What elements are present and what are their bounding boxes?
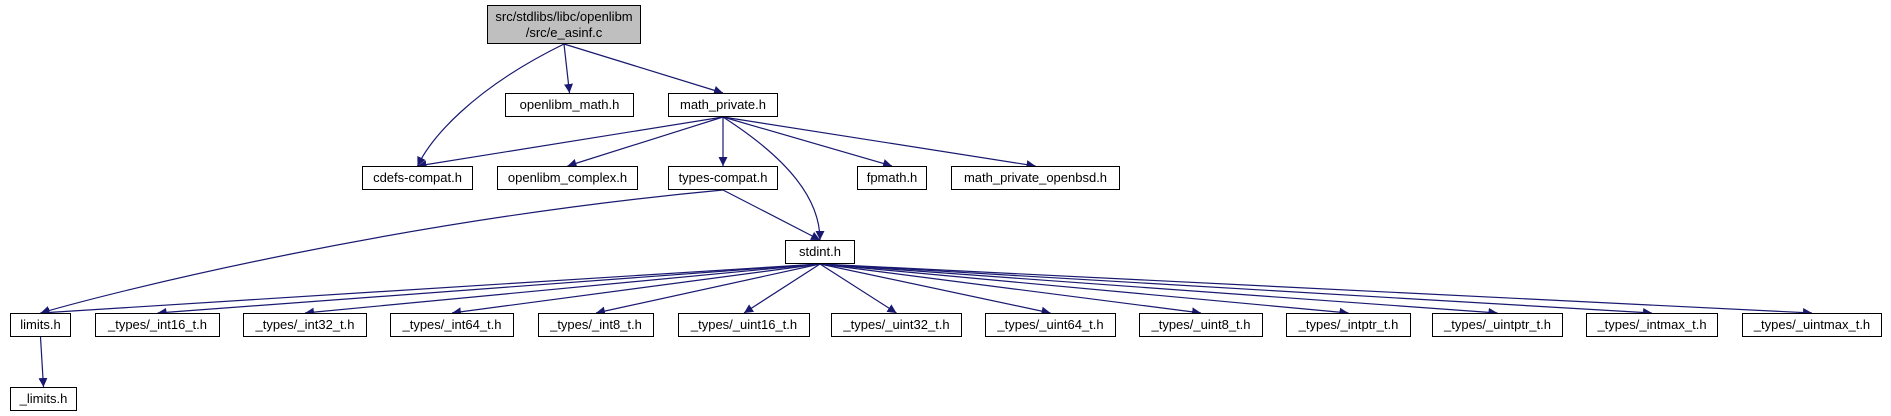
edge-stdint-to-intmax: [819, 263, 1653, 317]
edge-stdint-to-uint64: [819, 263, 1051, 316]
edge-math-private-to-math-private-openbsd: [722, 116, 1036, 170]
edge-limits-to--limits: [38, 336, 48, 388]
node-uint32-t-h[interactable]: _types/_uint32_t.h: [831, 313, 962, 337]
edge-math-private-to-fpmath: [722, 116, 893, 168]
edge-stdint-to-limits: [40, 263, 821, 317]
edge-types-compat-to-limits: [40, 189, 724, 315]
node-types-compat-h[interactable]: types-compat.h: [668, 166, 778, 190]
node-root-e-asinf-c: src/stdlibs/libc/openlibm /src/e_asinf.c: [487, 5, 641, 44]
node-uint16-t-h[interactable]: _types/_uint16_t.h: [678, 313, 810, 337]
node-int64-t-h[interactable]: _types/_int64_t.h: [390, 313, 514, 337]
node-root-label-line-2: /src/e_asinf.c: [525, 24, 603, 40]
node-intptr-t-h[interactable]: _types/_intptr_t.h: [1286, 313, 1411, 337]
node-uintptr-t-h[interactable]: _types/_uintptr_t.h: [1432, 313, 1563, 337]
edge-stdint-to-uint16: [743, 263, 821, 314]
edge-stdint-to-uint32: [819, 263, 897, 314]
node-fpmath-h[interactable]: fpmath.h: [857, 166, 927, 190]
node-int8-t-h[interactable]: _types/_int8_t.h: [538, 313, 654, 337]
edge-root-to-openlibm-math: [563, 43, 573, 94]
node-int32-t-h[interactable]: _types/_int32_t.h: [243, 313, 367, 337]
edge-math-private-to-stdint: [722, 116, 825, 241]
edge-root-to-math-private: [563, 43, 724, 95]
node-openlibm-complex-h[interactable]: openlibm_complex.h: [497, 166, 638, 190]
node-uint64-t-h[interactable]: _types/_uint64_t.h: [985, 313, 1116, 337]
edge-types-compat-to-stdint: [722, 189, 821, 241]
edge-math-private-to-openlibm-complex: [567, 116, 724, 168]
edge-stdint-to-uintmax: [819, 263, 1813, 318]
node-root-label-line-1: src/stdlibs/libc/openlibm: [495, 8, 633, 24]
edge-stdint-to-int8: [595, 263, 821, 316]
edge-stdint-to-uint8: [819, 263, 1202, 317]
node-int16-t-h[interactable]: _types/_int16_t.h: [95, 313, 220, 337]
edge-stdint-to-int64: [451, 263, 821, 317]
edge-root-to-cdefs-compat: [416, 43, 565, 167]
node-openlibm-math-h[interactable]: openlibm_math.h: [505, 93, 634, 117]
node-uintmax-t-h[interactable]: _types/_uintmax_t.h: [1742, 313, 1882, 337]
edge-stdint-to-int16: [157, 263, 821, 317]
node-math-private-openbsd-h[interactable]: math_private_openbsd.h: [951, 166, 1120, 190]
node-underscore-limits-h[interactable]: _limits.h: [10, 387, 77, 411]
node-intmax-t-h[interactable]: _types/_intmax_t.h: [1586, 313, 1718, 337]
edge-stdint-to-uintptr: [819, 263, 1498, 317]
edge-stdint-to-intptr: [819, 263, 1349, 317]
node-math-private-h[interactable]: math_private.h: [668, 93, 778, 117]
edge-math-private-to-cdefs-compat: [417, 116, 724, 170]
node-uint8-t-h[interactable]: _types/_uint8_t.h: [1139, 313, 1263, 337]
edge-stdint-to-int32: [304, 263, 821, 317]
node-stdint-h[interactable]: stdint.h: [785, 240, 855, 264]
node-cdefs-compat-h[interactable]: cdefs-compat.h: [362, 166, 473, 190]
node-limits-h[interactable]: limits.h: [10, 313, 71, 337]
